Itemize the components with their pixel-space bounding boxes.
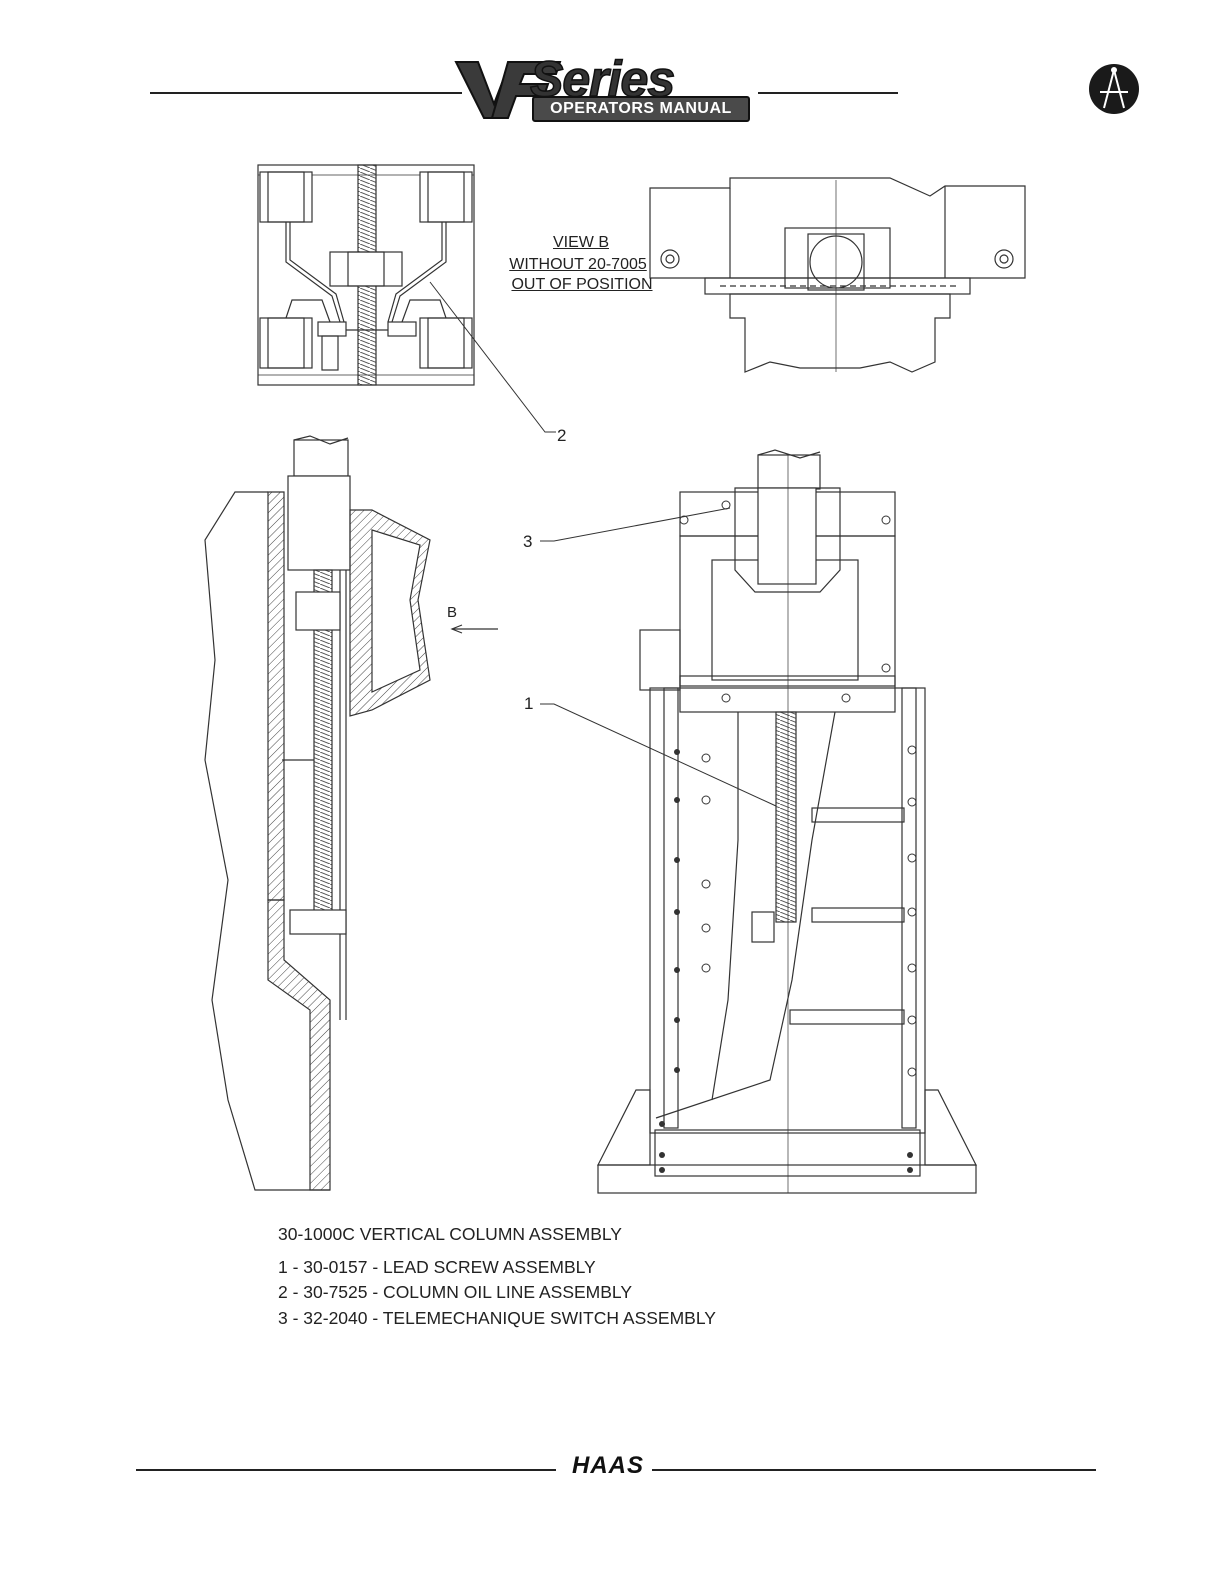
callout-1: 1 [524, 694, 533, 714]
callout-2: 2 [557, 426, 566, 446]
footer-haas-logo: HAAS [560, 1452, 656, 1480]
view-b-arrow [452, 625, 498, 633]
top-view-oil-lines [258, 165, 474, 385]
caption-title: 30-1000C VERTICAL COLUMN ASSEMBLY [278, 1224, 622, 1245]
view-arrow-label: B [447, 604, 457, 621]
callout-1-leader [540, 704, 776, 806]
view-b-title: VIEW B [506, 233, 656, 253]
view-b-drawing [650, 178, 1025, 372]
compass-icon [1089, 64, 1139, 114]
caption-item-2: 2 - 30-7525 - COLUMN OIL LINE ASSEMBLY [278, 1282, 632, 1303]
front-view [598, 450, 976, 1193]
caption-item-3: 3 - 32-2040 - TELEMECHANIQUE SWITCH ASSE… [278, 1308, 716, 1329]
view-b-line3: OUT OF POSITION [502, 275, 662, 295]
caption-item-1: 1 - 30-0157 - LEAD SCREW ASSEMBLY [278, 1257, 596, 1278]
frame-holes [680, 501, 916, 1076]
view-b-line2: WITHOUT 20-7005 [500, 255, 656, 275]
callout-3: 3 [523, 532, 532, 552]
brand-subtitle: OPERATORS MANUAL [532, 96, 750, 122]
side-section-view [205, 436, 430, 1190]
